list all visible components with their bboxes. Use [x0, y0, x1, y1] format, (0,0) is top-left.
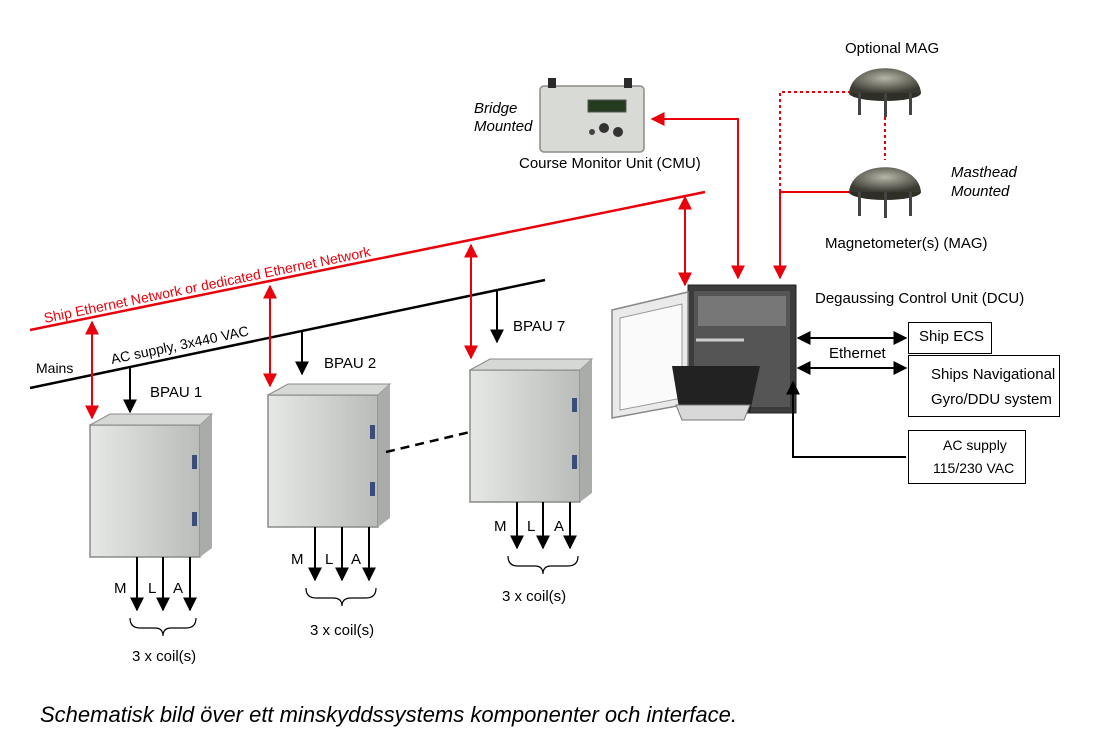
ac-supply-dcu-arrow: [786, 380, 906, 458]
bridge-mounted-label: Bridge Mounted: [474, 100, 533, 135]
bpau1-coils-label: 3 x coil(s): [132, 648, 197, 665]
cmu-device: [539, 78, 645, 153]
mains-label: Mains: [36, 360, 74, 376]
bpau2-label: BPAU 2: [324, 355, 377, 372]
figure-caption: Schematisk bild över ett minskyddssystem…: [40, 702, 737, 727]
optional-mag-label: Optional MAG: [845, 40, 940, 57]
bpau7-coil-a: A: [554, 518, 565, 535]
bpau2-coil-arrows: [305, 527, 377, 607]
ethernet-network-label: Ship Ethernet Network or dedicated Ether…: [42, 243, 372, 326]
ac-supply-line1: AC supply: [943, 437, 1007, 453]
bpau1-coil-arrows: [129, 557, 197, 637]
bpau1-cabinet: [89, 413, 214, 558]
bpau-dashed-link: [385, 430, 471, 454]
ships-nav-box: Ships Navigational Gyro/DDU system: [908, 355, 1060, 417]
bpau2-cabinet: [267, 383, 392, 528]
magnetometers-label: Magnetometer(s) (MAG): [825, 235, 988, 252]
dcu-device: [611, 284, 797, 421]
bpau1-coil-l: L: [148, 580, 157, 597]
bpau1-label: BPAU 1: [150, 384, 203, 401]
cmu-dcu-link: [650, 112, 745, 280]
optional-mag-link: [779, 91, 852, 192]
ac-supply-line2: 115/230 VAC: [933, 460, 1015, 476]
ship-ecs-box: Ship ECS: [908, 322, 992, 354]
optional-mag-device: [849, 68, 921, 117]
bpau7-label: BPAU 7: [513, 318, 566, 335]
masthead-mag-device: [849, 167, 921, 218]
bpau2-coil-m: M: [291, 551, 304, 568]
ac-supply-mains-label: AC supply, 3x440 VAC: [109, 323, 250, 367]
bpau1-coil-a: A: [173, 580, 184, 597]
bpau7-coil-l: L: [527, 518, 536, 535]
bpau2-coil-l: L: [325, 551, 334, 568]
ship-ecs-label: Ship ECS: [919, 328, 985, 345]
ethernet-label: Ethernet: [829, 345, 886, 362]
bpau7-cabinet: [469, 358, 594, 503]
cmu-label: Course Monitor Unit (CMU): [519, 155, 701, 172]
dcu-label: Degaussing Control Unit (DCU): [815, 290, 1025, 307]
masthead-mounted-label: Masthead Mounted: [951, 164, 1017, 200]
bpau2-coils-label: 3 x coil(s): [310, 622, 375, 639]
ac-supply-box: AC supply 115/230 VAC: [908, 430, 1026, 484]
bpau7-coils-label: 3 x coil(s): [502, 588, 567, 605]
ethernet-network-line: [29, 190, 706, 332]
ships-nav-line2: Gyro/DDU system: [931, 391, 1052, 408]
bpau1-coil-m: M: [114, 580, 127, 597]
bpau2-coil-a: A: [351, 551, 362, 568]
bpau7-coil-arrows: [507, 502, 579, 575]
ships-nav-line1: Ships Navigational: [931, 366, 1056, 383]
mains-line: [29, 278, 546, 390]
bpau7-coil-m: M: [494, 518, 507, 535]
